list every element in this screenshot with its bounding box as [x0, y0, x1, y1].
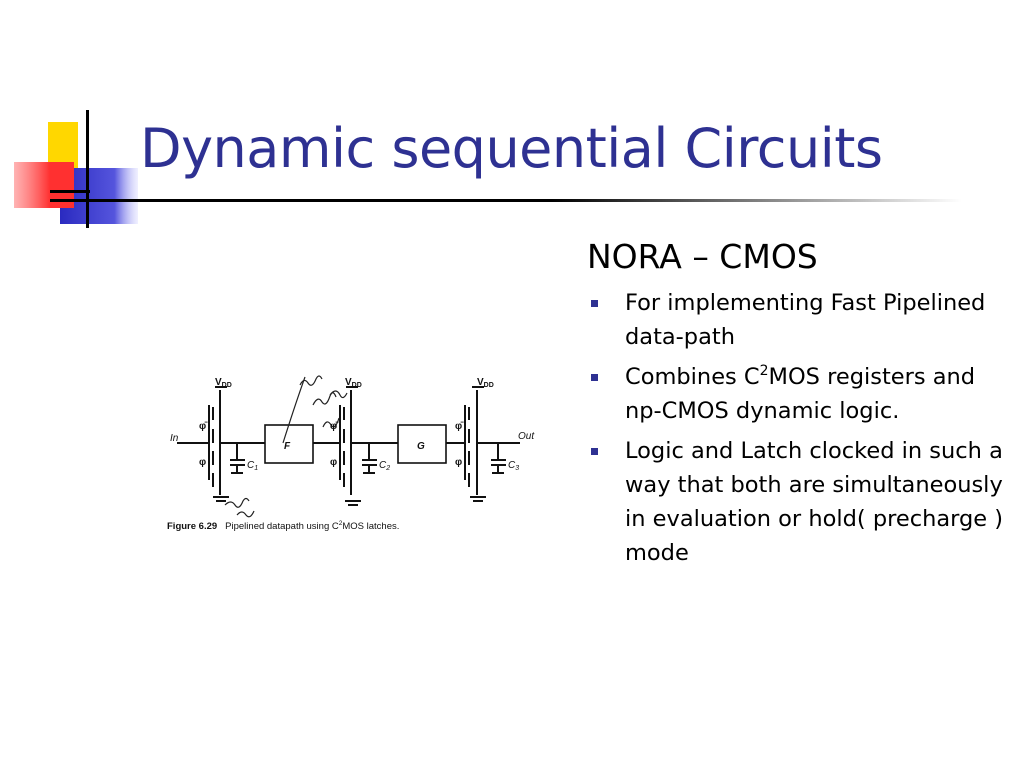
phi-label-1: φ [199, 457, 206, 468]
square-bullet-icon [591, 300, 598, 307]
phi-bar-label-3: φ̄ [455, 421, 464, 432]
bullet-text: Combines C2MOS registers and np-CMOS dyn… [625, 363, 976, 424]
input-label: In [170, 433, 179, 444]
bullet-item: Combines C2MOS registers and np-CMOS dyn… [587, 360, 1007, 428]
block-g-label: G [417, 441, 425, 452]
title-underline [50, 199, 962, 202]
bullet-list: For implementing Fast Pipelined data-pat… [587, 286, 1007, 570]
phi-label-3: φ [455, 457, 462, 468]
square-bullet-icon [591, 374, 598, 381]
slide-title: Dynamic sequential Circuits [140, 117, 883, 180]
bullet-item: Logic and Latch clocked in such a way th… [587, 434, 1007, 570]
handwritten-annotation [224, 375, 348, 518]
vdd-label-2: VDD [345, 377, 362, 389]
vdd-label-3: VDD [477, 377, 494, 389]
c3-label: C3 [508, 460, 519, 472]
c2-label: C2 [379, 460, 390, 472]
phi-label-2: φ [330, 457, 337, 468]
bullet-item: For implementing Fast Pipelined data-pat… [587, 286, 1007, 354]
phi-bar-label-2: φ̄ [330, 421, 339, 432]
vdd-label-1: VDD [215, 377, 232, 389]
content-column: NORA – CMOS For implementing Fast Pipeli… [587, 234, 1007, 576]
c1-label: C1 [247, 460, 258, 472]
section-heading: NORA – CMOS [587, 237, 818, 276]
output-label: Out [518, 431, 535, 442]
square-bullet-icon [591, 448, 598, 455]
circuit-figure: VDD VDD VDD In Out F G φ̄ φ φ̄ φ φ̄ φ C1… [167, 375, 535, 532]
decorative-corner-graphic [14, 110, 138, 228]
phi-bar-label-1: φ̄ [199, 421, 208, 432]
bullet-text: Logic and Latch clocked in such a way th… [625, 438, 1004, 566]
bullet-text: For implementing Fast Pipelined data-pat… [625, 290, 986, 350]
block-f-label: F [284, 441, 291, 452]
